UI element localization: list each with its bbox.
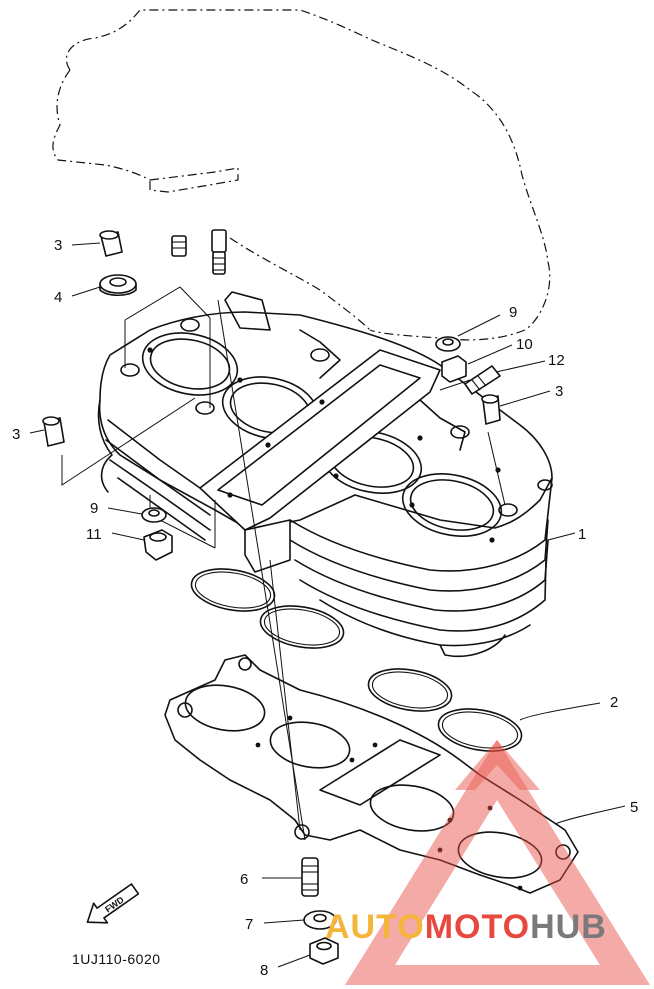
dowel-3c	[481, 394, 501, 425]
stud-12	[464, 365, 501, 395]
watermark-auto: AUTO	[325, 908, 425, 946]
callout-11: 11	[86, 526, 102, 543]
cylinder-block	[97, 291, 553, 658]
nut-11	[143, 529, 173, 561]
nut-10	[441, 355, 467, 383]
dowel-3b	[42, 416, 65, 447]
callout-6: 6	[240, 871, 248, 888]
dowel-3a	[99, 230, 123, 257]
small-parts	[42, 230, 501, 965]
washer-9a	[141, 507, 167, 523]
callout-4: 4	[54, 289, 62, 306]
crankcase-outline	[52, 9, 551, 341]
watermark-triangle-icon	[345, 740, 650, 985]
callout-leaders	[29, 242, 626, 968]
nut-8	[309, 937, 339, 965]
callout-3a: 3	[54, 237, 62, 254]
washer-9b	[435, 336, 461, 352]
stud-holes	[120, 318, 553, 543]
part-code: 1UJ110-6020	[72, 951, 161, 967]
callout-9b: 9	[509, 304, 517, 321]
callout-12: 12	[548, 352, 565, 369]
watermark-text: AUTOMOTOHUB	[325, 908, 607, 946]
assembly-axis-2	[269, 559, 301, 831]
callout-3c: 3	[555, 383, 563, 400]
callout-2: 2	[610, 694, 618, 711]
stud-6	[301, 857, 319, 897]
callout-8: 8	[260, 962, 268, 979]
watermark-moto: MOTO	[425, 908, 530, 946]
watermark-hub: HUB	[530, 908, 607, 946]
watermark-logo	[345, 740, 650, 985]
callout-3b: 3	[12, 426, 20, 443]
callout-10: 10	[516, 336, 533, 353]
callout-7: 7	[245, 916, 253, 933]
washer-4	[99, 274, 137, 297]
assembly-axis	[217, 299, 306, 841]
case-studs	[171, 229, 227, 275]
fwd-arrow: FWD	[86, 883, 140, 924]
callout-5: 5	[630, 799, 638, 816]
callout-labels: 3 4 3 9 11 9 10 12 3 1 2 5 6 7 8	[12, 237, 638, 979]
callout-1: 1	[578, 526, 586, 543]
callout-9a: 9	[90, 500, 98, 517]
